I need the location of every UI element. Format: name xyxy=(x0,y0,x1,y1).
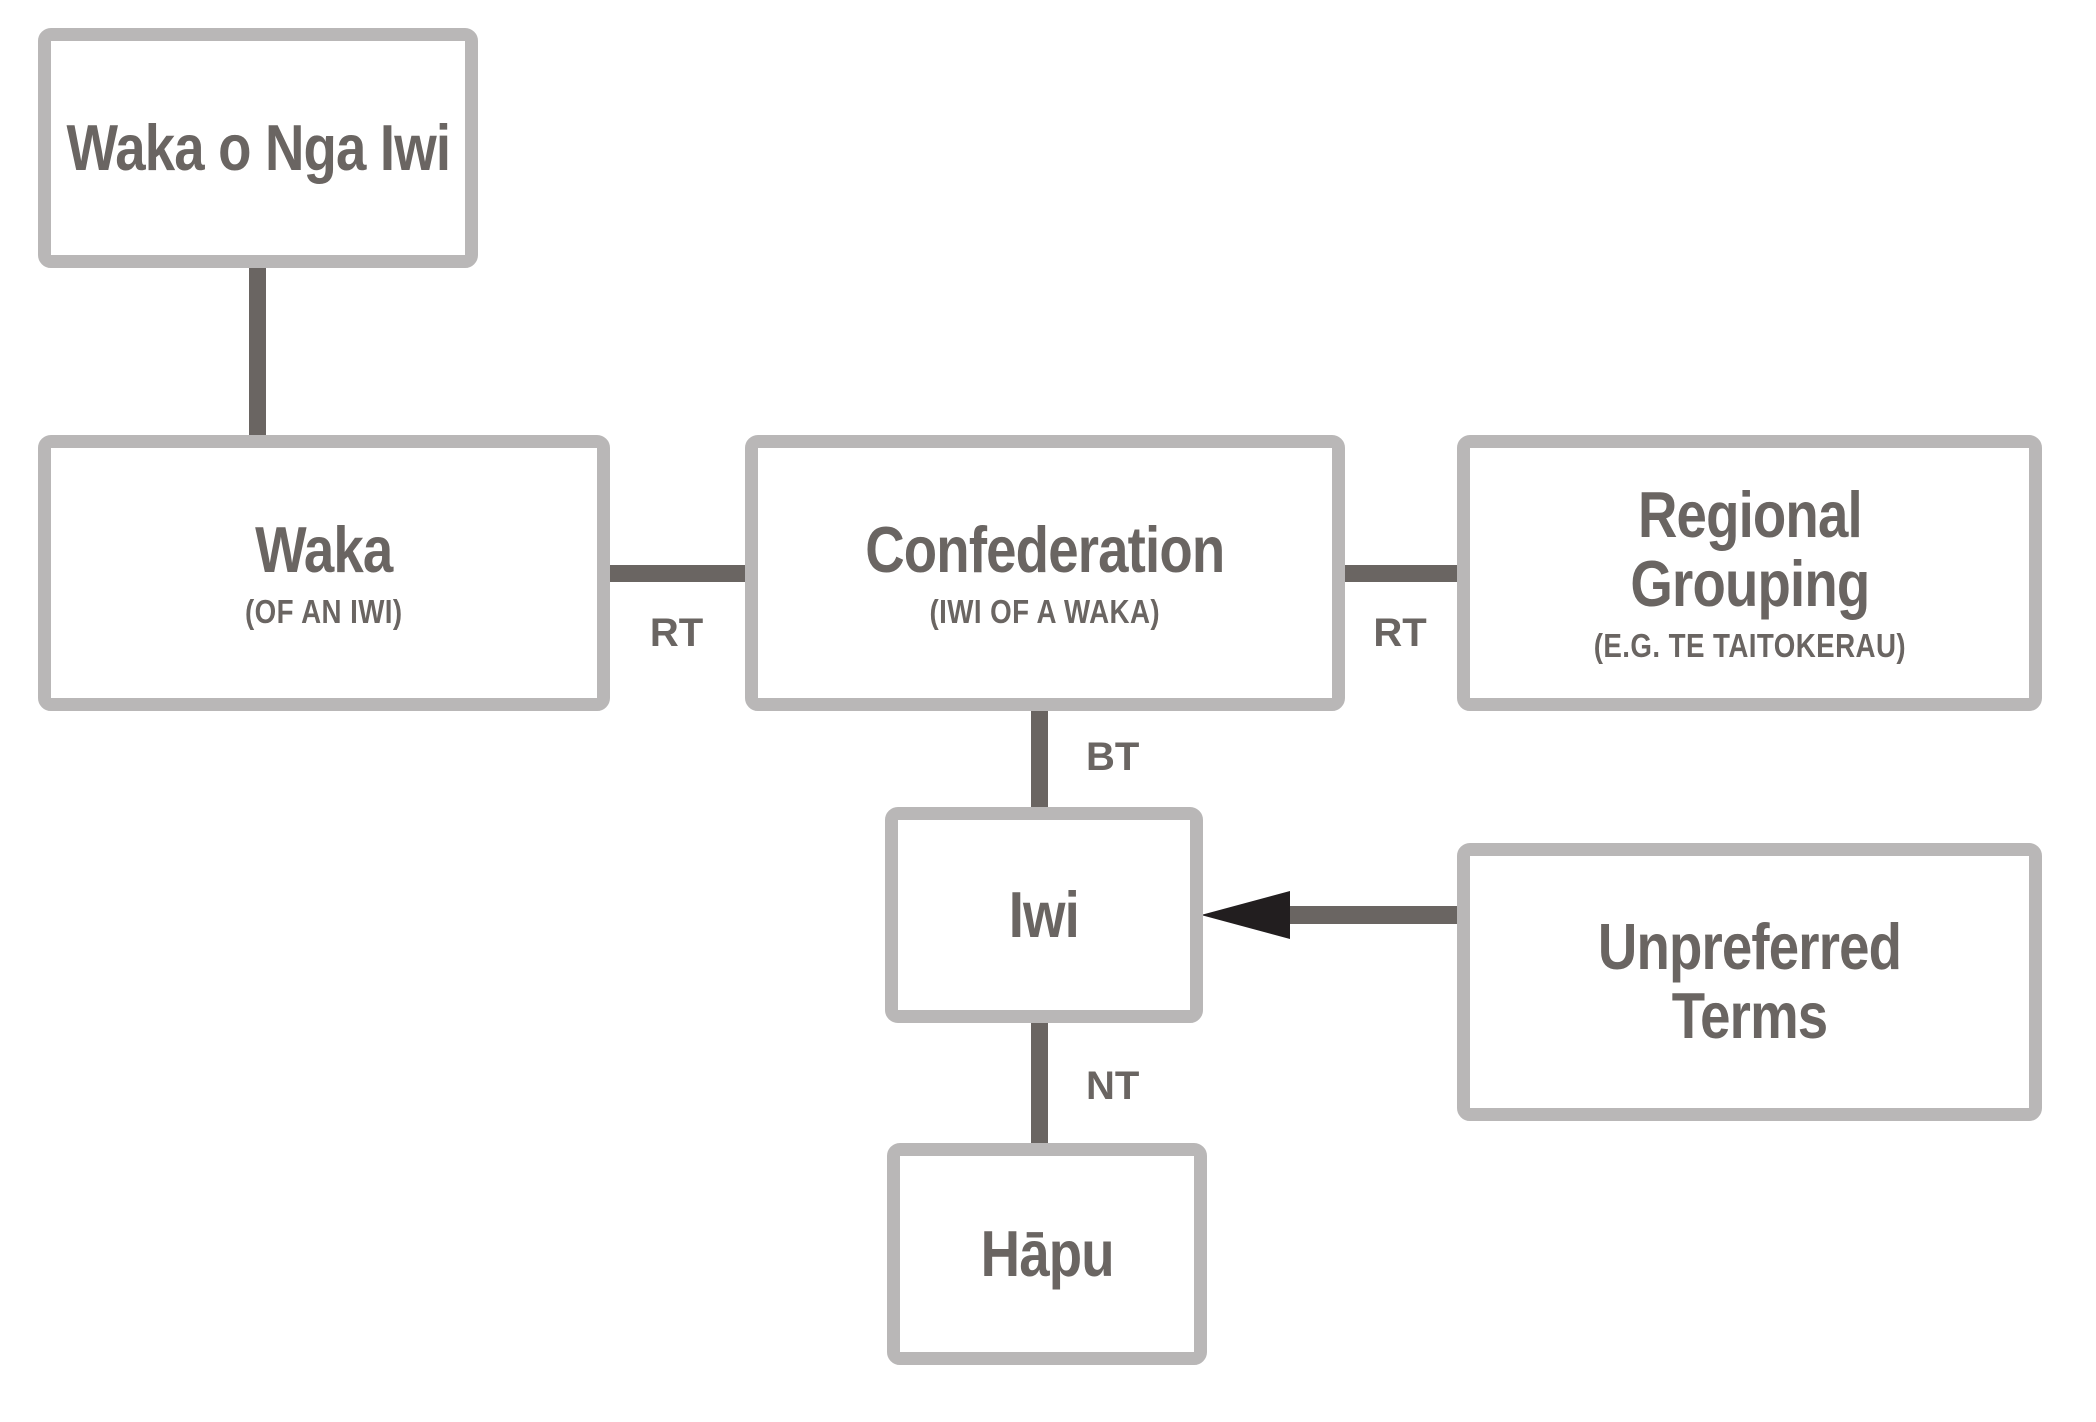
node-label-stack: Regional Grouping (E.G. TE TAITOKERAU) xyxy=(1593,481,1905,664)
node-title-line2: Grouping xyxy=(1630,547,1870,621)
node-unpreferred-terms: Unpreferred Terms xyxy=(1457,843,2042,1121)
connector-iwi-to-hapu xyxy=(1031,1021,1048,1145)
node-title: Waka xyxy=(255,512,393,586)
node-caption: (OF AN IWI) xyxy=(245,592,403,630)
arrow-head-icon xyxy=(1201,891,1290,939)
node-title-line2: Terms xyxy=(1671,979,1828,1052)
node-confederation: Confederation (IWI OF A WAKA) xyxy=(745,435,1345,711)
node-label-stack: Hāpu xyxy=(980,1216,1114,1290)
connector-wakaonagaiwi-to-waka xyxy=(249,266,266,437)
node-label-stack: Waka (OF AN IWI) xyxy=(245,512,403,630)
node-regional-grouping: Regional Grouping (E.G. TE TAITOKERAU) xyxy=(1457,435,2042,711)
relation-label-rt-waka-confederation: RT xyxy=(649,611,704,655)
node-title: Confederation xyxy=(865,512,1225,586)
node-iwi: Iwi xyxy=(885,807,1203,1023)
node-caption: (E.G. TE TAITOKERAU) xyxy=(1593,627,1906,665)
node-title-line1: Regional xyxy=(1637,478,1863,552)
node-waka-o-nga-iwi: Waka o Nga Iwi xyxy=(38,28,478,268)
relation-label-nt: NT xyxy=(1086,1064,1140,1108)
node-label-stack: Unpreferred Terms xyxy=(1597,910,1902,1052)
node-title: Waka o Nga Iwi xyxy=(66,110,451,184)
node-label-stack: Iwi xyxy=(1008,877,1080,951)
node-waka: Waka (OF AN IWI) xyxy=(38,435,610,711)
node-title: Hāpu xyxy=(980,1216,1114,1290)
node-label-stack: Waka o Nga Iwi xyxy=(66,110,451,184)
node-caption: (IWI OF A WAKA) xyxy=(929,592,1161,630)
connector-unpreferredterms-to-iwi xyxy=(1288,906,1459,924)
relation-label-rt-confederation-regional: RT xyxy=(1373,611,1427,655)
node-label-stack: Confederation (IWI OF A WAKA) xyxy=(865,512,1225,630)
node-hapu: Hāpu xyxy=(887,1143,1207,1365)
node-title: Iwi xyxy=(1008,877,1080,951)
relation-label-bt: BT xyxy=(1086,735,1140,779)
node-title-line1: Unpreferred xyxy=(1597,910,1902,984)
connector-confederation-to-iwi xyxy=(1031,709,1048,809)
connector-waka-confederation xyxy=(606,565,747,582)
connector-confederation-regionalgrouping xyxy=(1341,565,1459,582)
